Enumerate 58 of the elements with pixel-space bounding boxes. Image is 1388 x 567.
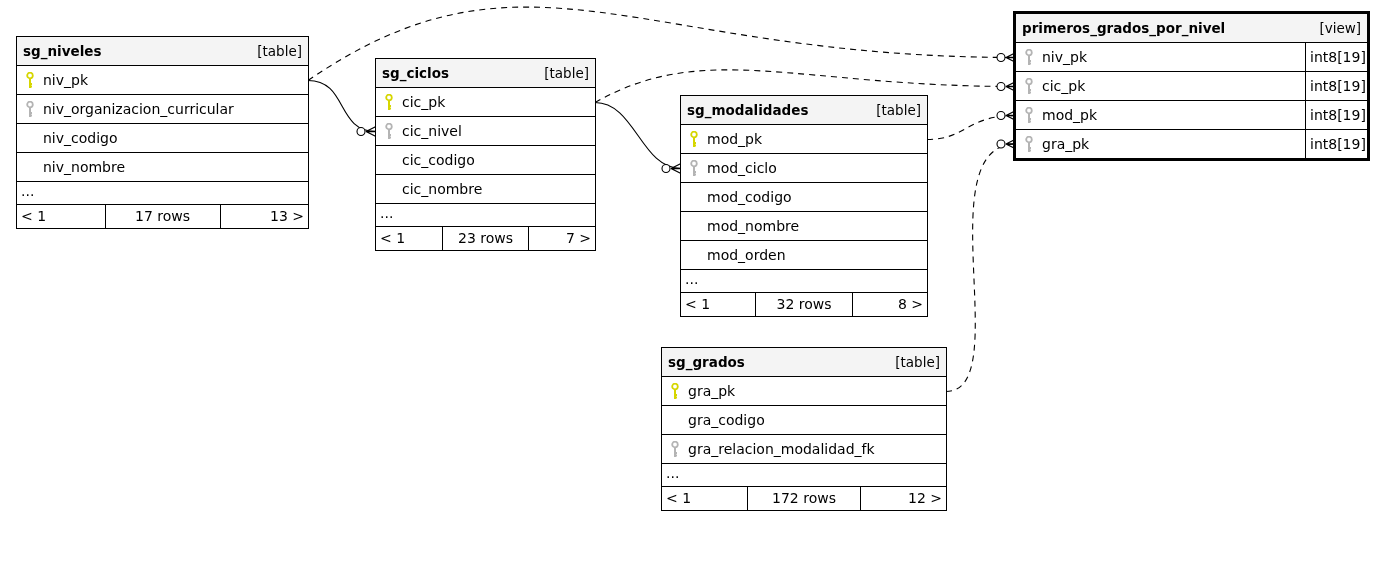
column-name: niv_organizacion_curricular [43, 101, 235, 117]
more-columns-text: ... [17, 182, 308, 205]
table-name: sg_niveles [23, 43, 102, 59]
row-count: 17 rows [104, 205, 220, 228]
table-type: [table] [895, 354, 940, 370]
page-next-text: 8 > [852, 293, 927, 316]
page-next-text: 13 > [219, 205, 308, 228]
column-name: niv_nombre [43, 159, 127, 175]
column-name: cic_codigo [402, 152, 476, 168]
column-name: mod_pk [1042, 107, 1099, 123]
row-count: 32 rows [755, 293, 852, 316]
column-type: int8[19] [1305, 101, 1367, 129]
column-name: mod_pk [707, 131, 764, 147]
column-name: cic_pk [402, 94, 447, 110]
table-card [661, 347, 947, 511]
table-type: [table] [876, 102, 921, 118]
table-name: sg_ciclos [382, 65, 450, 81]
page-prev-text: < 1 [20, 207, 48, 226]
row-count: 23 rows [441, 227, 529, 250]
table-type: [table] [544, 65, 589, 81]
page-prev-text: < 1 [665, 489, 693, 508]
column-type: int8[19] [1305, 130, 1367, 158]
page-next-text: 7 > [528, 227, 595, 250]
column-name: cic_nombre [402, 181, 484, 197]
column-name: niv_codigo [43, 130, 119, 146]
table-card [375, 58, 596, 251]
table-card [16, 36, 309, 229]
table-card [680, 95, 928, 317]
table-name: sg_modalidades [687, 102, 809, 118]
page-next-text: 12 > [859, 487, 946, 510]
page-prev-text: < 1 [684, 295, 712, 314]
column-name: gra_pk [1042, 136, 1091, 152]
column-row [1016, 72, 1367, 101]
column-name: cic_pk [1042, 78, 1087, 94]
column-name: niv_pk [1042, 49, 1089, 65]
table-type: [view] [1319, 20, 1361, 36]
table-type: [table] [257, 43, 302, 59]
column-row [1016, 43, 1367, 72]
more-columns-text: ... [662, 464, 946, 487]
column-type: int8[19] [1305, 72, 1367, 100]
table-name: primeros_grados_por_nivel [1022, 20, 1226, 36]
more-columns-text: ... [376, 204, 595, 227]
column-name: gra_relacion_modalidad_fk [688, 441, 876, 457]
page-prev-text: < 1 [379, 229, 407, 248]
table-card [1013, 11, 1370, 161]
column-name: niv_pk [43, 72, 90, 88]
more-columns-text: ... [681, 270, 927, 293]
column-name: mod_nombre [707, 218, 801, 234]
row-count: 172 rows [747, 487, 860, 510]
column-name: gra_codigo [688, 412, 766, 428]
column-name: gra_pk [688, 383, 737, 399]
column-name: mod_codigo [707, 189, 793, 205]
column-type: int8[19] [1305, 43, 1367, 71]
column-name: mod_orden [707, 247, 787, 263]
column-row [1016, 101, 1367, 130]
table-name: sg_grados [668, 354, 745, 370]
column-name: cic_nivel [402, 123, 463, 139]
column-name: mod_ciclo [707, 160, 778, 176]
